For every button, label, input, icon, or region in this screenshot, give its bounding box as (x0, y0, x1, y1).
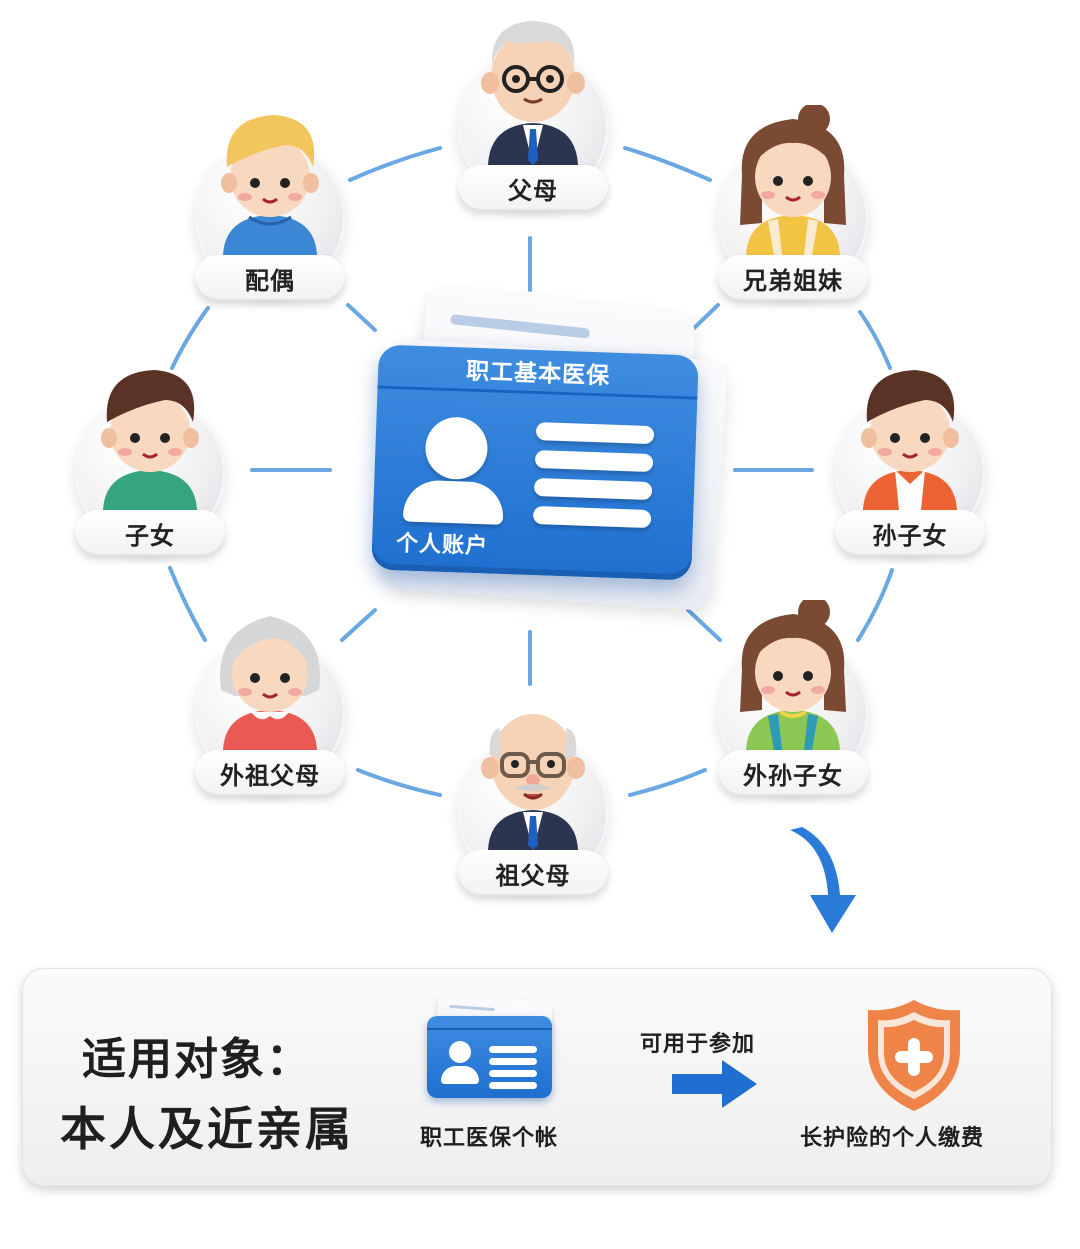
medical-insurance-card: 职工基本医保 个人账户 (370, 286, 730, 612)
card-subtitle: 个人账户 (395, 531, 489, 560)
person-icon (424, 416, 489, 481)
relative-label: 祖父母 (458, 850, 608, 896)
text-line-icon (533, 477, 653, 501)
relative-label: 父母 (458, 165, 608, 211)
applicable-subjects: 本人及近亲属 (60, 1102, 354, 1156)
relative-label: 外祖父母 (195, 750, 345, 796)
ltc-insurance-label: 长护险的个人缴费 (800, 1126, 985, 1151)
bald-grandfather-avatar-icon (481, 714, 585, 850)
elderly-man-avatar-icon (481, 21, 585, 165)
boy-orange-avatar-icon (861, 370, 959, 510)
boy-avatar-icon (101, 370, 199, 510)
relative-node-siblings: 兄弟姐妹 (708, 105, 878, 305)
summary-panel: 适用对象： 本人及近亲属 职工医保个帐 可用于参加 长护险的个人缴费 (22, 968, 1052, 1186)
relative-node-maternal-grandparents: 外祖父母 (185, 600, 355, 800)
person-icon-body (402, 479, 505, 525)
relative-label: 孙子女 (835, 510, 985, 556)
relative-node-maternal-grandchildren: 外孙子女 (708, 600, 878, 800)
right-arrow-icon (672, 1060, 757, 1108)
applicable-title: 适用对象： (82, 1034, 312, 1085)
text-line-icon (532, 505, 652, 529)
account-label: 职工医保个帐 (420, 1126, 559, 1151)
relative-node-children: 子女 (65, 360, 235, 560)
relative-node-grandparents: 祖父母 (448, 700, 618, 900)
relative-node-parents: 父母 (448, 15, 618, 215)
relative-label: 兄弟姐妹 (718, 255, 868, 301)
id-card-icon (427, 994, 557, 1108)
relative-label: 子女 (75, 510, 225, 556)
text-line-icon (534, 450, 654, 473)
text-line-icon (535, 422, 655, 445)
relative-label: 配偶 (195, 255, 345, 301)
relative-label: 外孙子女 (718, 750, 868, 796)
relative-node-spouse: 配偶 (185, 105, 355, 305)
curved-down-arrow-icon (790, 827, 856, 933)
elderly-woman-avatar-icon (220, 616, 320, 750)
connector-lines (168, 146, 894, 797)
girl-green-avatar-icon (740, 600, 846, 750)
relative-node-grandchildren: 孙子女 (825, 360, 995, 560)
boy-blonde-avatar-icon (221, 115, 319, 255)
card-front: 职工基本医保 个人账户 (371, 344, 699, 581)
flow-label: 可用于参加 (640, 1032, 756, 1057)
girl-avatar-icon (740, 105, 846, 255)
shield-plus-icon (868, 1000, 960, 1111)
